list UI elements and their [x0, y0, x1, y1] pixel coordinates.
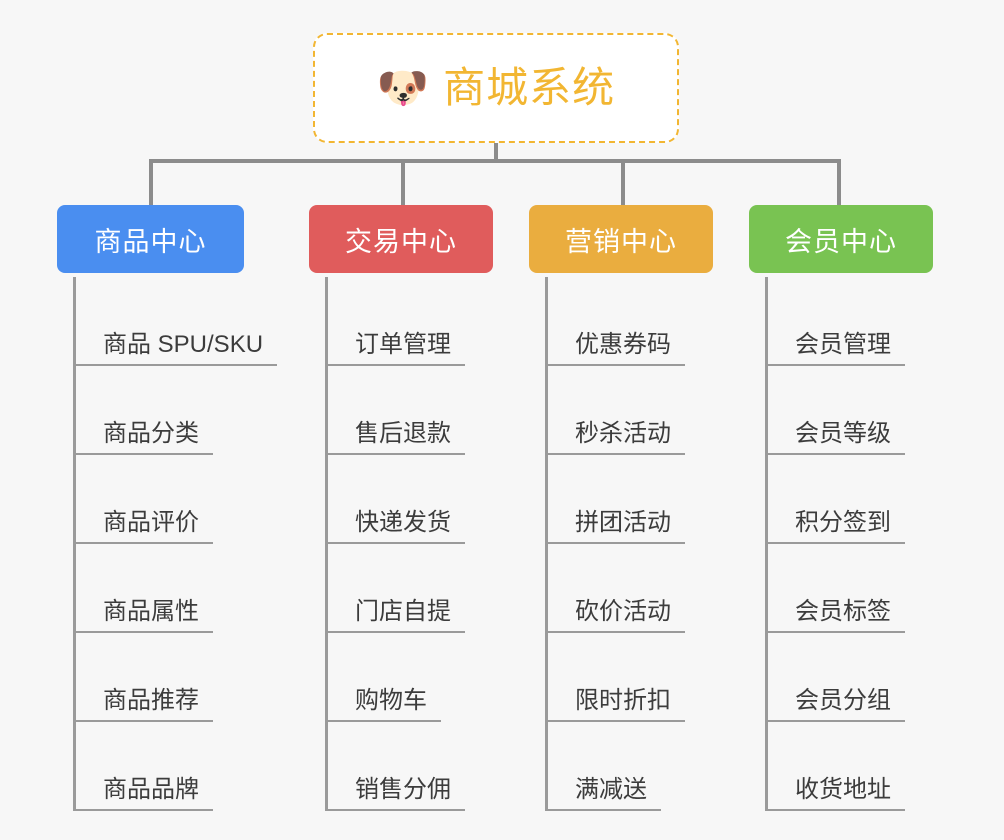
category-label: 交易中心 — [345, 226, 457, 257]
leaf-item[interactable]: 满减送 — [545, 722, 661, 811]
connector-root-stub — [494, 143, 498, 162]
connector-bus — [149, 159, 841, 163]
category-box-trade[interactable]: 交易中心 — [309, 205, 493, 273]
leaf-item[interactable]: 砍价活动 — [545, 544, 685, 633]
leaf-item[interactable]: 会员标签 — [765, 544, 905, 633]
leaf-item[interactable]: 会员等级 — [765, 366, 905, 455]
leaf-item[interactable]: 收货地址 — [765, 722, 905, 811]
leaf-item[interactable]: 秒杀活动 — [545, 366, 685, 455]
leaf-item[interactable]: 会员分组 — [765, 633, 905, 722]
leaf-item[interactable]: 限时折扣 — [545, 633, 685, 722]
category-box-marketing[interactable]: 营销中心 — [529, 205, 713, 273]
leaf-item-label: 售后退款 — [325, 420, 465, 455]
leaf-item[interactable]: 商品分类 — [73, 366, 213, 455]
leaf-item-label: 门店自提 — [325, 598, 465, 633]
leaf-item-label: 商品评价 — [73, 509, 213, 544]
leaf-item[interactable]: 订单管理 — [325, 277, 465, 366]
leaf-item[interactable]: 商品推荐 — [73, 633, 213, 722]
leaf-item[interactable]: 商品 SPU/SKU — [73, 277, 278, 366]
leaf-item-label: 优惠券码 — [545, 331, 685, 366]
connector-drop-2 — [401, 159, 405, 205]
category-label: 商品中心 — [94, 226, 207, 257]
leaf-trunk-line — [545, 277, 548, 811]
shiba-dog-icon: 🐶 — [376, 64, 430, 111]
leaf-item[interactable]: 会员管理 — [765, 277, 905, 366]
leaf-item-label: 销售分佣 — [325, 776, 465, 811]
leaf-item[interactable]: 快递发货 — [325, 455, 465, 544]
leaf-item[interactable]: 购物车 — [325, 633, 441, 722]
leaf-item-label: 积分签到 — [765, 509, 905, 544]
leaf-item-label: 商品 SPU/SKU — [73, 331, 278, 366]
leaf-item[interactable]: 商品品牌 — [73, 722, 213, 811]
leaf-trunk-line — [765, 277, 768, 811]
category-label: 营销中心 — [565, 226, 677, 257]
leaf-item-label: 拼团活动 — [545, 509, 685, 544]
leaf-item[interactable]: 积分签到 — [765, 455, 905, 544]
leaf-item-label: 快递发货 — [325, 509, 465, 544]
category-label: 会员中心 — [785, 226, 897, 257]
leaf-item-label: 商品推荐 — [73, 687, 213, 722]
category-box-member[interactable]: 会员中心 — [749, 205, 933, 273]
leaf-item[interactable]: 拼团活动 — [545, 455, 685, 544]
leaf-item[interactable]: 门店自提 — [325, 544, 465, 633]
leaf-item-label: 商品品牌 — [73, 776, 213, 811]
leaf-item-label: 砍价活动 — [545, 598, 685, 633]
leaf-item-label: 秒杀活动 — [545, 420, 685, 455]
leaf-item-label: 会员分组 — [765, 687, 905, 722]
leaf-item[interactable]: 售后退款 — [325, 366, 465, 455]
leaf-item-label: 收货地址 — [765, 776, 905, 811]
leaf-item-label: 商品属性 — [73, 598, 213, 633]
leaf-item[interactable]: 销售分佣 — [325, 722, 465, 811]
category-box-product[interactable]: 商品中心 — [57, 205, 244, 273]
root-title: 商城系统 — [443, 64, 616, 111]
connector-drop-1 — [149, 159, 153, 205]
leaf-trunk-line — [73, 277, 76, 811]
leaf-item[interactable]: 优惠券码 — [545, 277, 685, 366]
leaf-item-label: 订单管理 — [325, 331, 465, 366]
leaf-item-label: 会员标签 — [765, 598, 905, 633]
leaf-item[interactable]: 商品评价 — [73, 455, 213, 544]
leaf-item-label: 购物车 — [325, 687, 441, 722]
connector-drop-3 — [621, 159, 625, 205]
leaf-item-label: 会员等级 — [765, 420, 905, 455]
leaf-trunk-line — [325, 277, 328, 811]
connector-drop-4 — [837, 159, 841, 205]
leaf-item-label: 商品分类 — [73, 420, 213, 455]
root-node[interactable]: 🐶 商城系统 — [313, 33, 679, 143]
leaf-item-label: 满减送 — [545, 776, 661, 811]
leaf-item-label: 会员管理 — [765, 331, 905, 366]
leaf-item[interactable]: 商品属性 — [73, 544, 213, 633]
leaf-item-label: 限时折扣 — [545, 687, 685, 722]
